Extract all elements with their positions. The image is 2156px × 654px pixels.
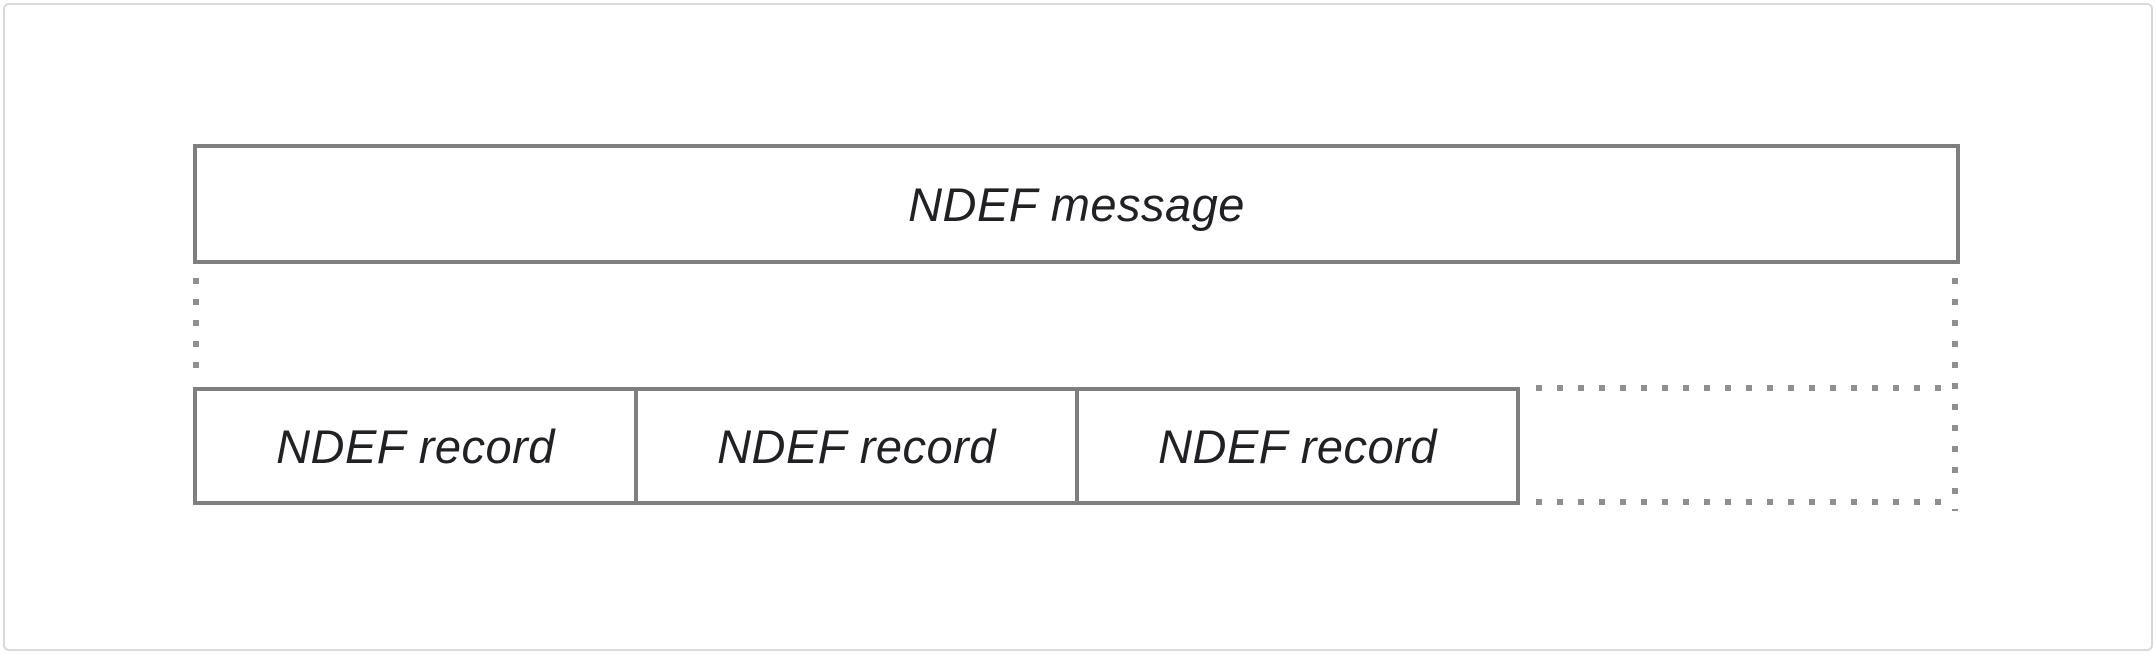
diagram-frame: [3, 3, 2153, 651]
dotted-connector-bottom: [1536, 499, 1946, 505]
dotted-connector-left: [193, 278, 199, 381]
dotted-connector-top: [1536, 385, 1946, 391]
ndef-record-label: NDEF record: [1158, 419, 1437, 473]
ndef-message-box: NDEF message: [193, 144, 1960, 264]
ndef-record-box: NDEF record: [1075, 391, 1516, 501]
ndef-records-row: NDEF record NDEF record NDEF record: [193, 387, 1520, 505]
ndef-record-box: NDEF record: [197, 391, 634, 501]
ndef-record-label: NDEF record: [717, 419, 996, 473]
ndef-record-label: NDEF record: [276, 419, 555, 473]
dotted-connector-right: [1952, 278, 1958, 511]
ndef-message-label: NDEF message: [908, 177, 1245, 231]
ndef-record-box: NDEF record: [634, 391, 1075, 501]
